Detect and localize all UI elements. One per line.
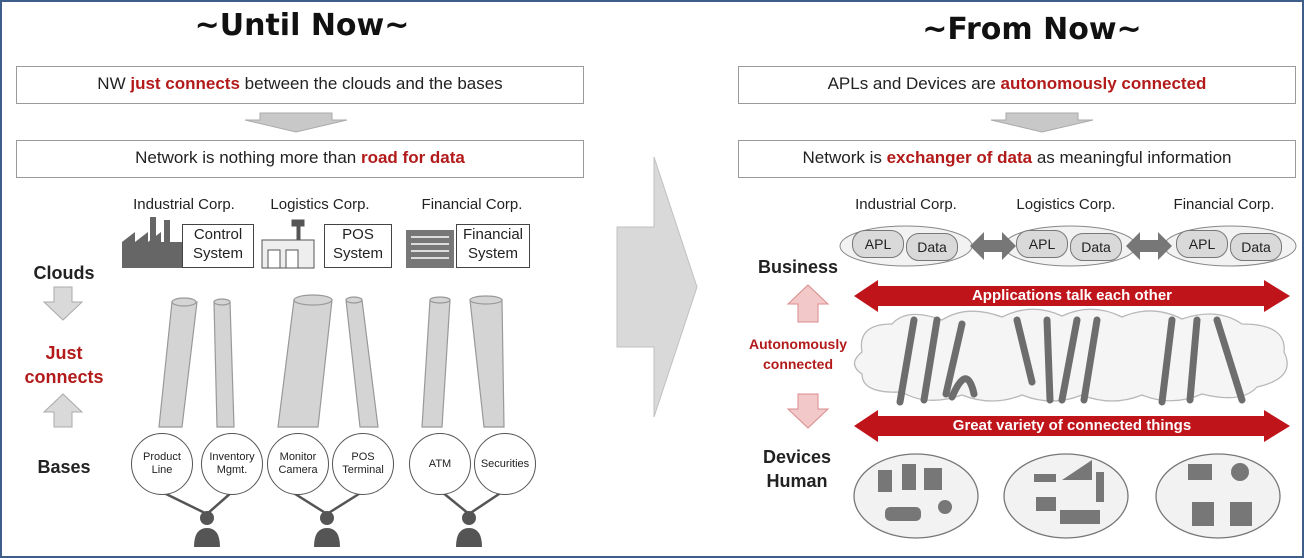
clouds-down-arrow — [42, 286, 84, 321]
device-icons — [878, 460, 1252, 526]
left-statement-box-1: NW just connects between the clouds and … — [16, 66, 584, 104]
banner-top-arrow — [854, 280, 1290, 312]
endpoint-text: Monitor — [279, 451, 317, 463]
right-box2-highlight: exchanger of data — [886, 148, 1033, 167]
pos-system-line1: POS — [342, 226, 374, 243]
left-box1-highlight: just connects — [130, 74, 240, 93]
left-tubes — [158, 294, 505, 428]
factory-icon — [122, 217, 182, 268]
apl-pill-1: APL — [852, 230, 904, 258]
right-box1-highlight: autonomously connected — [1000, 74, 1207, 93]
left-people — [161, 490, 503, 547]
endpoint-text: Camera — [278, 464, 318, 476]
right-double-arrows — [970, 232, 1172, 260]
building-icon — [406, 230, 454, 268]
right-box2-pre: Network is — [802, 148, 887, 167]
right-box2-post: as meaningful information — [1032, 148, 1232, 167]
financial-system-line2: System — [467, 245, 518, 262]
bases-up-arrow — [42, 393, 84, 428]
business-up-arrow — [786, 284, 830, 323]
just-connects-line1: Just — [45, 343, 83, 363]
left-box1-post: between the clouds and the bases — [239, 74, 503, 93]
endpoint-text: ATM — [428, 457, 452, 470]
apl-pill-2: APL — [1016, 230, 1068, 258]
right-corp-logistics: Logistics Corp. — [1016, 196, 1116, 213]
financial-system-line1: Financial — [462, 226, 524, 243]
device-groups — [853, 453, 1281, 539]
data-pill-3: Data — [1230, 233, 1282, 261]
right-box1-pre: APLs and Devices are — [827, 74, 1001, 93]
devices-label: Devices — [762, 447, 832, 467]
banner-bottom-text: Great variety of connected things — [952, 417, 1192, 434]
store-icon — [261, 219, 315, 269]
left-title: ~Until Now~ — [194, 8, 410, 43]
pos-system-line2: System — [332, 245, 383, 262]
left-box2-highlight: road for data — [360, 148, 465, 167]
left-corp-industrial: Industrial Corp. — [133, 196, 235, 213]
endpoint-atm: ATM — [409, 433, 471, 495]
human-label: Human — [766, 471, 828, 491]
left-down-arrow — [244, 112, 348, 133]
left-corp-financial: Financial Corp. — [421, 196, 523, 213]
right-statement-box-1: APLs and Devices are autonomously connec… — [738, 66, 1296, 104]
endpoint-securities: Securities — [474, 433, 536, 495]
control-system-line1: Control — [193, 226, 243, 243]
devices-down-arrow — [786, 393, 830, 429]
endpoint-text: Mgmt. — [216, 464, 248, 476]
data-pill-2: Data — [1070, 233, 1122, 261]
autonomously-line2: connected — [762, 356, 833, 372]
just-connects-line2: connects — [24, 367, 104, 387]
left-statement-box-2: Network is nothing more than road for da… — [16, 140, 584, 178]
right-corp-industrial: Industrial Corp. — [855, 196, 957, 213]
left-box2-pre: Network is nothing more than — [135, 148, 361, 167]
business-label: Business — [757, 257, 839, 277]
apl-pill-3: APL — [1176, 230, 1228, 258]
right-down-arrow — [990, 112, 1094, 133]
endpoint-text: Securities — [480, 457, 530, 470]
data-pill-1: Data — [906, 233, 958, 261]
right-statement-box-2: Network is exchanger of data as meaningf… — [738, 140, 1296, 178]
control-system-box: Control System — [182, 224, 254, 268]
bases-label: Bases — [37, 457, 91, 477]
banner-bottom-arrow — [854, 410, 1290, 442]
endpoint-text: Terminal — [342, 464, 384, 476]
center-big-arrow — [616, 156, 698, 418]
control-system-line2: System — [192, 245, 243, 262]
right-title: ~From Now~ — [922, 12, 1142, 47]
financial-system-box: Financial System — [456, 224, 530, 268]
network-ribbons — [896, 316, 1246, 406]
endpoint-text: POS — [351, 451, 375, 463]
left-box1-pre: NW — [97, 74, 131, 93]
endpoint-text: Product — [143, 451, 181, 463]
right-corp-financial: Financial Corp. — [1173, 196, 1275, 213]
left-corp-logistics: Logistics Corp. — [270, 196, 370, 213]
banner-top-text: Applications talk each other — [971, 287, 1173, 304]
endpoint-text: Line — [151, 464, 173, 476]
endpoint-text: Inventory — [209, 451, 255, 463]
autonomously-line1: Autonomously — [749, 336, 847, 352]
clouds-label: Clouds — [33, 263, 95, 283]
pos-system-box: POS System — [324, 224, 392, 268]
